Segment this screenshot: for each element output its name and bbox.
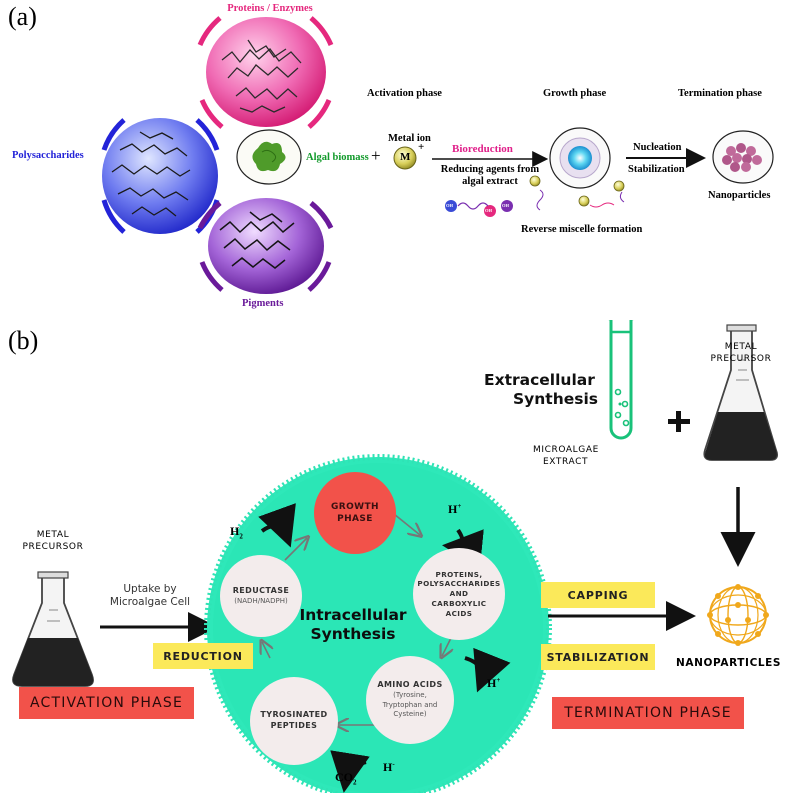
metal-ion-sphere xyxy=(393,146,417,170)
pigments-sphere xyxy=(197,198,334,294)
algal-biomass-label: Algal biomass xyxy=(306,152,369,163)
test-tube xyxy=(608,320,634,440)
plus-sign-a: + xyxy=(371,146,381,165)
flask-top xyxy=(703,324,779,461)
panel-a-label: (a) xyxy=(8,2,37,31)
reducing-agents-label: Reducing agents from algal extract xyxy=(440,164,540,188)
nanoparticles-label-a: Nanoparticles xyxy=(708,190,771,201)
nanoparticle-cluster xyxy=(712,130,774,184)
metal-ion-symbol: M xyxy=(400,151,411,163)
proteins-sphere xyxy=(197,16,334,129)
nanoparticle-ball xyxy=(707,584,769,646)
termination-phase-a: Termination phase xyxy=(678,88,762,99)
growth-phase-a: Growth phase xyxy=(543,88,607,99)
metal-precursor-top: METAL PRECURSOR xyxy=(710,342,772,365)
h-plus-label-1: H+ xyxy=(448,502,462,516)
bioreduction-label: Bioreduction xyxy=(452,143,513,155)
reverse-micelle xyxy=(549,127,611,189)
intracellular-title: Intracellular Synthesis xyxy=(299,606,407,644)
curved-arrows xyxy=(258,503,511,793)
panel-b-label: (b) xyxy=(8,326,39,355)
capping-box: CAPPING xyxy=(541,582,655,608)
extracellular-title: Extracellular Synthesis xyxy=(484,371,599,409)
amino-acids-circle: AMINO ACIDS (Tyrosine, Tryptophan and Cy… xyxy=(366,656,454,744)
microalgae-extract-label: MICROALGAE EXTRACT xyxy=(533,445,599,468)
h2-label: H2 xyxy=(230,524,243,541)
proteins-circle: PROTEINS, POLYSACCHARIDES AND CARBOXYLIC… xyxy=(413,548,505,640)
nucleation-label: Nucleation xyxy=(633,142,682,153)
termination-phase-box: TERMINATION PHASE xyxy=(552,697,744,729)
h-plus-label-2: H+ xyxy=(487,676,501,690)
tyrosinated-circle: TYROSINATED PEPTIDES xyxy=(250,677,338,765)
pigments-label: Pigments xyxy=(242,298,284,309)
panel-a-graphics xyxy=(101,16,774,294)
plus-sign-b xyxy=(668,411,690,432)
flask-left xyxy=(12,571,94,687)
stabilization-box: STABILIZATION xyxy=(541,644,655,670)
reverse-micelle-label: Reverse miscelle formation xyxy=(521,224,643,235)
polysaccharides-sphere xyxy=(101,118,220,234)
oh-label-3: OH xyxy=(502,203,510,208)
micelle-metal-ions xyxy=(529,175,625,211)
activation-phase-box: ACTIVATION PHASE xyxy=(19,687,194,719)
co2-label: CO2 xyxy=(335,770,357,787)
nanoparticles-label-b: NANOPARTICLES xyxy=(676,657,782,669)
h-minus-label: H- xyxy=(383,760,395,774)
stabilization-label-a: Stabilization xyxy=(628,164,685,175)
uptake-label: Uptake by Microalgae Cell xyxy=(109,583,191,609)
algal-biomass xyxy=(236,129,302,185)
reduction-box: REDUCTION xyxy=(153,643,253,669)
activation-phase-a: Activation phase xyxy=(367,88,442,99)
reductase-circle: REDUCTASE (NADH/NADPH) xyxy=(220,555,302,637)
metal-ion-charge: + xyxy=(418,141,425,153)
metal-ion-label: Metal ion xyxy=(388,133,431,144)
growth-phase-circle: GROWTH PHASE xyxy=(314,472,396,554)
oh-label-1: OH xyxy=(446,203,454,208)
oh-label-2: OH xyxy=(485,208,493,213)
proteins-label: Proteins / Enzymes xyxy=(227,3,313,14)
oh-molecules xyxy=(445,200,513,217)
polysaccharides-label: Polysaccharides xyxy=(12,150,84,161)
metal-precursor-left: METAL PRECURSOR xyxy=(22,530,84,553)
